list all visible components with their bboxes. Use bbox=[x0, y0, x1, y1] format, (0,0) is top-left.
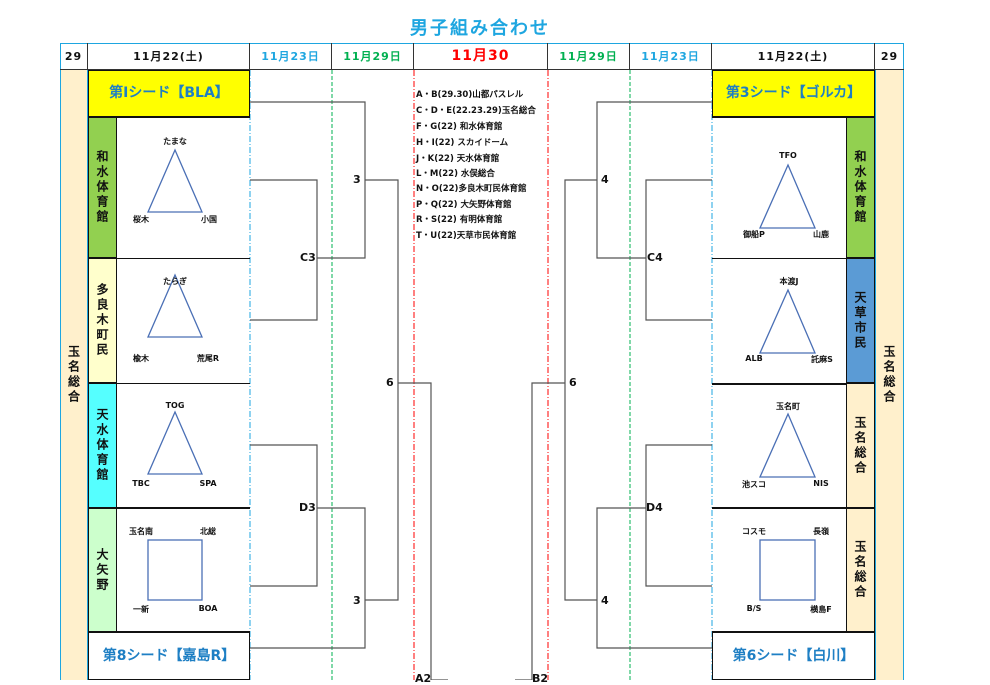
group-square bbox=[147, 539, 203, 601]
venue-list-item: J・K(22) 天水体育館 bbox=[416, 154, 500, 164]
header-left-nov23: 11月23日 bbox=[250, 43, 332, 70]
team-name: 託麻S bbox=[811, 355, 833, 364]
divider bbox=[117, 383, 250, 384]
match-label: D3 bbox=[299, 501, 316, 514]
right-group-3-venue: 玉名総合 bbox=[846, 383, 875, 508]
left-group-2-venue: 多良木町民 bbox=[88, 258, 117, 383]
team-name: 一新 bbox=[133, 605, 149, 614]
match-label: D4 bbox=[646, 501, 663, 514]
team-name: 池スコ bbox=[742, 480, 766, 489]
divider bbox=[712, 383, 846, 385]
venue-list-item: L・M(22) 水俣総合 bbox=[416, 169, 495, 179]
team-name: TOG bbox=[165, 401, 185, 410]
side-venue-right: 玉名総合 bbox=[875, 70, 904, 680]
group-triangle bbox=[147, 410, 203, 475]
venue-list-item: T・U(22)天草市民体育館 bbox=[416, 231, 517, 241]
team-name: 長嶺 bbox=[813, 527, 829, 536]
seed-8-box: 第8シード【嘉島R】 bbox=[88, 632, 250, 680]
side-venue-right-label: 玉名総合 bbox=[882, 345, 896, 405]
team-name: 荒尾R bbox=[196, 354, 220, 363]
team-name: 本渡J bbox=[779, 277, 799, 286]
team-name: 楡木 bbox=[133, 354, 149, 363]
match-label: C4 bbox=[647, 251, 663, 264]
left-group-4-venue: 大矢野 bbox=[88, 508, 117, 632]
group-triangle bbox=[758, 163, 816, 229]
seed-3-box: 第3シード【ゴルカ】 bbox=[712, 70, 875, 117]
team-name: BOA bbox=[198, 604, 218, 613]
left-group-1-venue: 和水体育館 bbox=[88, 117, 117, 258]
group-square bbox=[759, 539, 816, 601]
team-name: 横島F bbox=[810, 605, 832, 614]
page-title: 男子組み合わせ bbox=[410, 18, 550, 39]
team-name: 御船P bbox=[743, 230, 765, 239]
side-venue-left-label: 玉名総合 bbox=[66, 345, 81, 405]
venue-list-item: H・I(22) スカイドーム bbox=[416, 138, 509, 148]
match-label: A2 bbox=[415, 672, 432, 685]
divider bbox=[712, 507, 846, 509]
seed-6-box: 第6シード【白川】 bbox=[712, 632, 875, 680]
match-label: 6 bbox=[386, 376, 394, 389]
match-label: 4 bbox=[601, 173, 609, 186]
match-label: 3 bbox=[353, 594, 361, 607]
team-name: 玉名南 bbox=[129, 527, 153, 536]
venue-list-item: F・G(22) 和水体育館 bbox=[416, 122, 503, 132]
venue-list-item: R・S(22) 有明体育館 bbox=[416, 215, 503, 225]
header-left-nov29: 11月29日 bbox=[332, 43, 414, 70]
group-triangle bbox=[147, 273, 203, 338]
team-name: SPA bbox=[199, 479, 217, 488]
group-triangle bbox=[758, 412, 816, 478]
team-name: NIS bbox=[813, 479, 829, 488]
venue-list-item: A・B(29.30)山都パスレル bbox=[416, 90, 524, 100]
team-name: 小国 bbox=[201, 215, 217, 224]
right-groups-frame bbox=[712, 117, 846, 632]
team-name: たまな bbox=[163, 137, 187, 146]
match-label: C3 bbox=[300, 251, 316, 264]
team-name: B/S bbox=[746, 604, 762, 613]
divider bbox=[117, 507, 250, 509]
right-group-4-venue: 玉名総合 bbox=[846, 508, 875, 632]
team-name: 桜木 bbox=[133, 215, 149, 224]
right-group-2-venue: 天草市民 bbox=[846, 258, 875, 383]
team-name: ALB bbox=[745, 354, 763, 363]
match-label: B2 bbox=[532, 672, 549, 685]
header-left-nov22: 11月22(土) bbox=[88, 43, 250, 70]
header-right-nov22: 11月22(土) bbox=[712, 43, 875, 70]
team-name: TBC bbox=[132, 479, 150, 488]
header-row bbox=[60, 43, 904, 70]
team-name: たらぎ bbox=[163, 277, 187, 286]
header-center-nov30: 11月30 bbox=[414, 43, 548, 70]
left-group-3-venue: 天水体育館 bbox=[88, 383, 117, 508]
group-triangle bbox=[147, 148, 203, 213]
venue-list-item: N・O(22)多良木町民体育館 bbox=[416, 184, 527, 194]
left-groups-frame bbox=[117, 117, 250, 632]
team-name: コスモ bbox=[742, 527, 766, 536]
right-group-1-venue: 和水体育館 bbox=[846, 117, 875, 258]
team-name: 玉名町 bbox=[776, 402, 800, 411]
venue-list-item: C・D・E(22.23.29)玉名総合 bbox=[416, 106, 536, 116]
team-name: TFO bbox=[779, 151, 797, 160]
header-right-nov23: 11月23日 bbox=[630, 43, 712, 70]
group-triangle bbox=[758, 288, 816, 354]
divider bbox=[117, 258, 250, 259]
match-label: 6 bbox=[569, 376, 577, 389]
match-label: 4 bbox=[601, 594, 609, 607]
divider bbox=[712, 258, 846, 259]
side-venue-left: 玉名総合 bbox=[60, 70, 88, 680]
team-name: 山鹿 bbox=[813, 230, 829, 239]
venue-list-item: P・Q(22) 大矢野体育館 bbox=[416, 200, 512, 210]
seed-1-box: 第Ⅰシード【BLA】 bbox=[88, 70, 250, 117]
match-label: 3 bbox=[353, 173, 361, 186]
team-name: 北総 bbox=[200, 527, 216, 536]
header-right-nov29: 11月29日 bbox=[548, 43, 630, 70]
